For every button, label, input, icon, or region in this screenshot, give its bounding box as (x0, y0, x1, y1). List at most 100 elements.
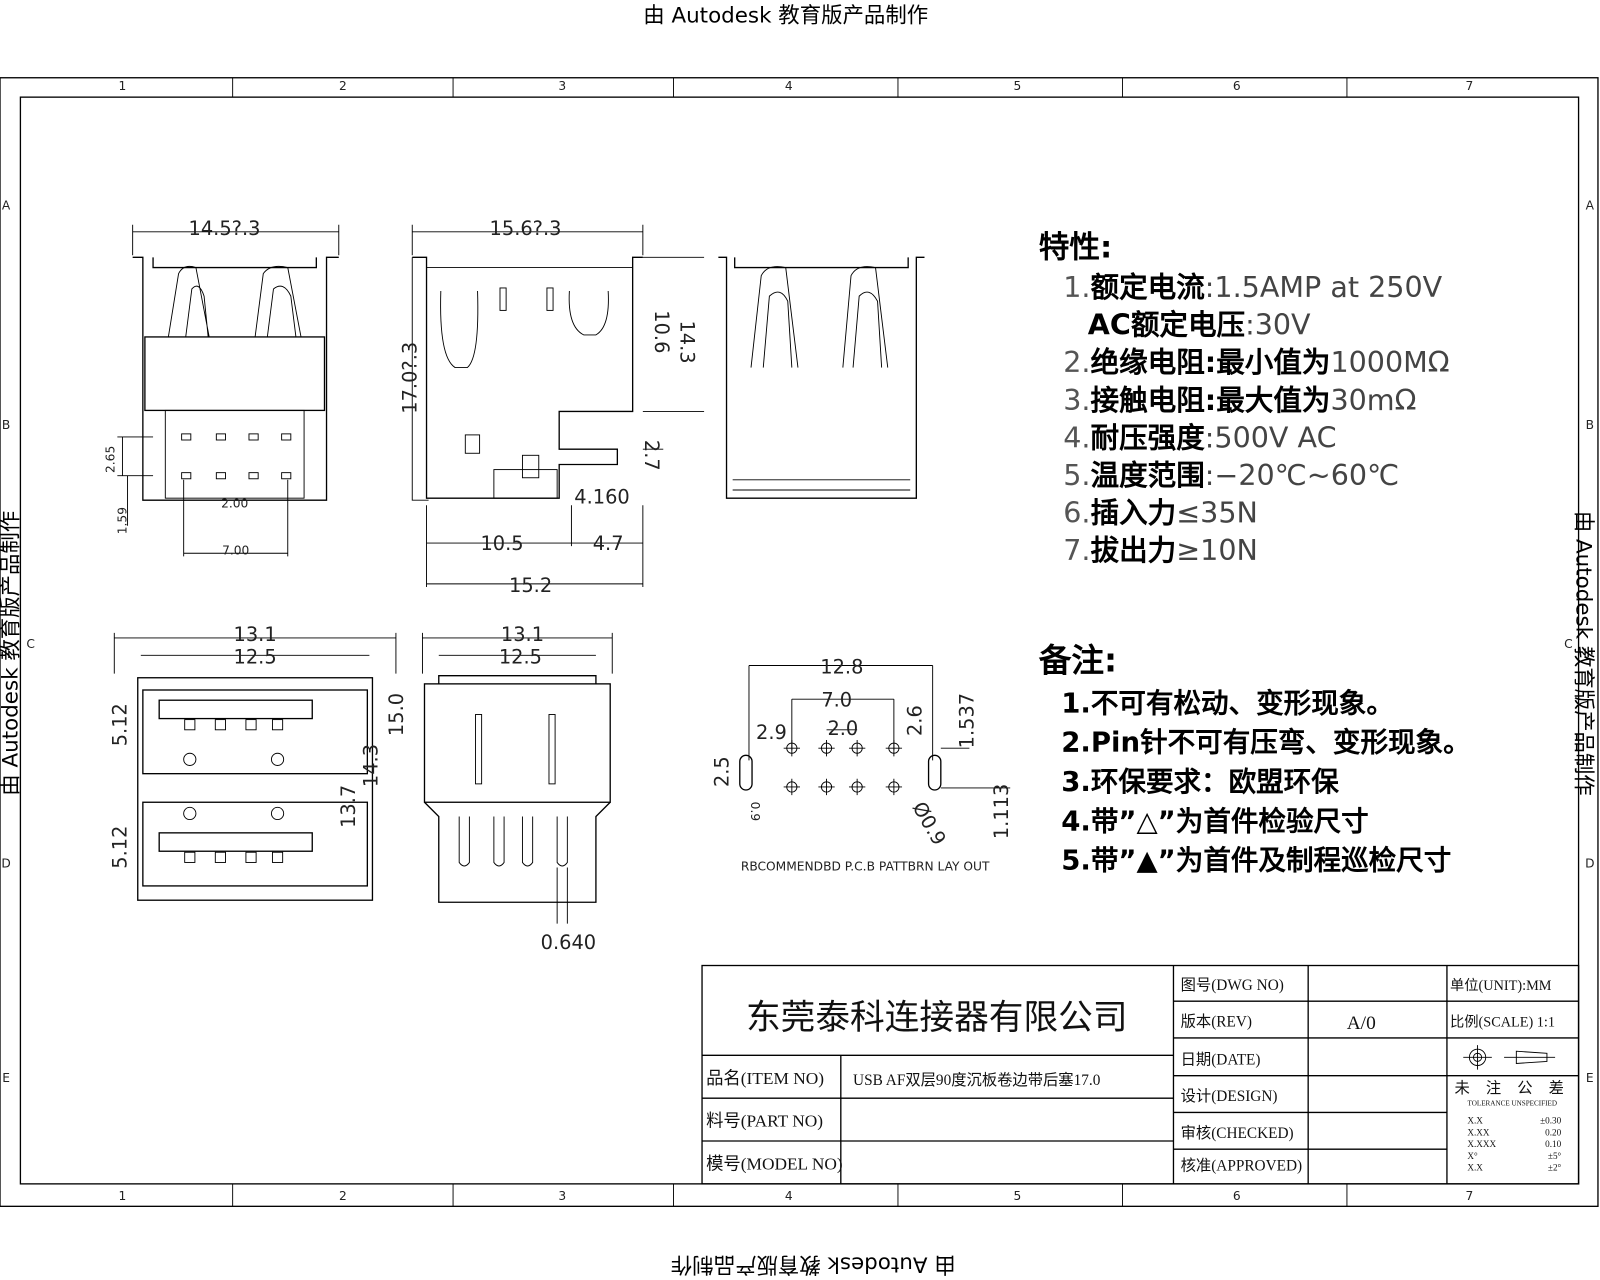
tolerance-format: X.X (1467, 1116, 1483, 1126)
contact (271, 851, 284, 863)
feature-label: 耐压强度 (1091, 420, 1206, 454)
pin-pad (181, 433, 192, 441)
contact (271, 719, 284, 731)
dim-side-width: 15.6?.3 (490, 217, 562, 240)
item-no-value: USB AF双层90度沉板卷边带后塞17.0 (853, 1071, 1101, 1089)
remark-item: 1.不可有松动、变形现象。 (1061, 687, 1394, 719)
dim-pcb-1537: 1.537 (955, 693, 978, 748)
dim-back-pin: 0.640 (541, 931, 596, 954)
zone-row-left: C (26, 637, 35, 651)
feature-label: AC额定电压 (1088, 308, 1245, 342)
remark-list: 1.不可有松动、变形现象。2.Pin针不可有压弯、变形现象。3.环保要求：欧盟环… (1061, 687, 1470, 876)
side-view: 15.6?.3 17.0?.3 10.6 14.3 2.7 4.160 10.5… (398, 217, 705, 597)
zone-row-right: C (1564, 637, 1573, 651)
back-view: 0.640 13.1 12.5 (421, 623, 613, 954)
zone-row-left: A (2, 198, 11, 212)
zone-row-right: B (1586, 418, 1594, 432)
remarks-title: 备注: (1039, 642, 1117, 680)
pcb-hole-cross (848, 778, 866, 796)
feature-item: 6.插入力≤35N (1063, 495, 1258, 529)
title-block: 东莞泰科连接器有限公司 品名(ITEM NO) USB AF双层90度沉板卷边带… (701, 964, 1580, 1185)
dim-side-4160: 4.160 (574, 485, 629, 508)
company-name: 东莞泰科连接器有限公司 (746, 998, 1128, 1037)
pcb-hole-cross (818, 740, 835, 757)
zone-col-top: 4 (785, 79, 793, 93)
zone-col-top: 5 (1013, 79, 1021, 93)
tolerance-format: X° (1467, 1151, 1478, 1161)
rev-value: A/0 (1347, 1013, 1376, 1034)
dim-side-h1: 10.6 (650, 310, 673, 353)
dim-face-outer: 13.1 (234, 623, 277, 646)
feature-value: 1000MΩ (1330, 345, 1449, 379)
contact (214, 719, 226, 731)
dim-face-inner: 12.5 (234, 645, 277, 668)
part-no-label: 料号(PART NO) (706, 1112, 823, 1131)
tolerance-value: ±5° (1548, 1151, 1562, 1161)
face-contacts (183, 719, 285, 863)
contact (245, 719, 257, 731)
dim-face-port2: 5.12 (109, 826, 132, 869)
pin-pad (248, 433, 259, 441)
projection-symbol-icon (1463, 1045, 1556, 1070)
feature-num: 3. (1063, 383, 1090, 417)
pcb-holes (783, 740, 903, 796)
zone-col-bottom: 1 (119, 1189, 127, 1203)
pcb-hole-cross (818, 778, 835, 796)
dim-front-width: 14.5?.3 (189, 217, 261, 240)
design-label: 设计(DESIGN) (1181, 1088, 1278, 1105)
dim-front-pitch-v: 2.65 (103, 446, 117, 473)
zone-row-right: E (1586, 1071, 1594, 1085)
feature-num: 5. (1063, 458, 1090, 492)
feature-value: 30mΩ (1330, 383, 1416, 417)
unit-label: 单位(UNIT):MM (1450, 977, 1552, 994)
pcb-hole-cross (783, 778, 800, 796)
zone-row-left: E (2, 1071, 10, 1085)
feature-item: AC额定电压:30V (1088, 308, 1311, 342)
dim-pcb-20: 2.0 (827, 717, 858, 740)
feature-num: 2. (1063, 345, 1090, 379)
pcb-hole-cross (885, 740, 903, 757)
dim-face-h150: 15.0 (385, 693, 408, 736)
dim-side-h2: 14.3 (676, 320, 699, 363)
outer-border (0, 77, 1599, 1207)
zone-col-bottom: 4 (785, 1189, 793, 1203)
face-view: 13.1 12.5 5.12 5.12 15.0 14.3 13.7 (109, 623, 408, 901)
dim-pcb-1113: 1.113 (990, 784, 1013, 839)
feature-label: 绝缘电阻:最小值为 (1091, 345, 1331, 379)
remark-item: 5.带”▲”为首件及制程巡检尺寸 (1061, 845, 1451, 877)
approved-label: 核准(APPROVED) (1181, 1158, 1303, 1175)
pcb-hole-cross (783, 740, 800, 757)
dim-pcb-hole: Ø0.9 (908, 798, 951, 849)
remark-item: 3.环保要求：欧盟环保 (1061, 766, 1339, 798)
rev-label: 版本(REV) (1181, 1014, 1252, 1031)
dim-front-span: 7.00 (222, 543, 249, 557)
feature-label: 插入力 (1091, 495, 1177, 529)
latch-hole (183, 752, 197, 766)
feature-item: 7.拔出力≥10N (1063, 533, 1258, 567)
feature-label: 接触电阻:最大值为 (1091, 383, 1331, 417)
zone-row-left: B (2, 418, 10, 432)
zone-col-bottom: 5 (1013, 1189, 1021, 1203)
dim-pcb-128: 12.8 (820, 656, 863, 679)
zone-col-bottom: 6 (1233, 1189, 1241, 1203)
contact (214, 851, 226, 863)
pcb-hole-cross (848, 740, 866, 757)
dim-back-outer: 13.1 (501, 623, 544, 646)
watermark-top: 由 Autodesk 教育版产品制作 (643, 4, 928, 29)
contact (184, 719, 196, 731)
dim-face-h137: 13.7 (337, 785, 360, 828)
tolerance-title: 未 注 公 差 (1454, 1080, 1570, 1097)
dim-side-27: 2.7 (640, 440, 663, 471)
tolerance-format: X.XXX (1467, 1139, 1496, 1149)
feature-value: :−20℃~60℃ (1205, 458, 1399, 492)
dim-front-offset: 1.59 (116, 507, 130, 534)
front-pin-pads (181, 433, 292, 480)
feature-label: 温度范围 (1091, 458, 1205, 492)
dim-side-height: 17.0?.3 (398, 342, 421, 414)
latch-hole (183, 806, 197, 821)
dim-back-inner: 12.5 (499, 645, 542, 668)
dim-pcb-70: 7.0 (821, 688, 852, 711)
feature-label: 拔出力 (1091, 533, 1177, 567)
